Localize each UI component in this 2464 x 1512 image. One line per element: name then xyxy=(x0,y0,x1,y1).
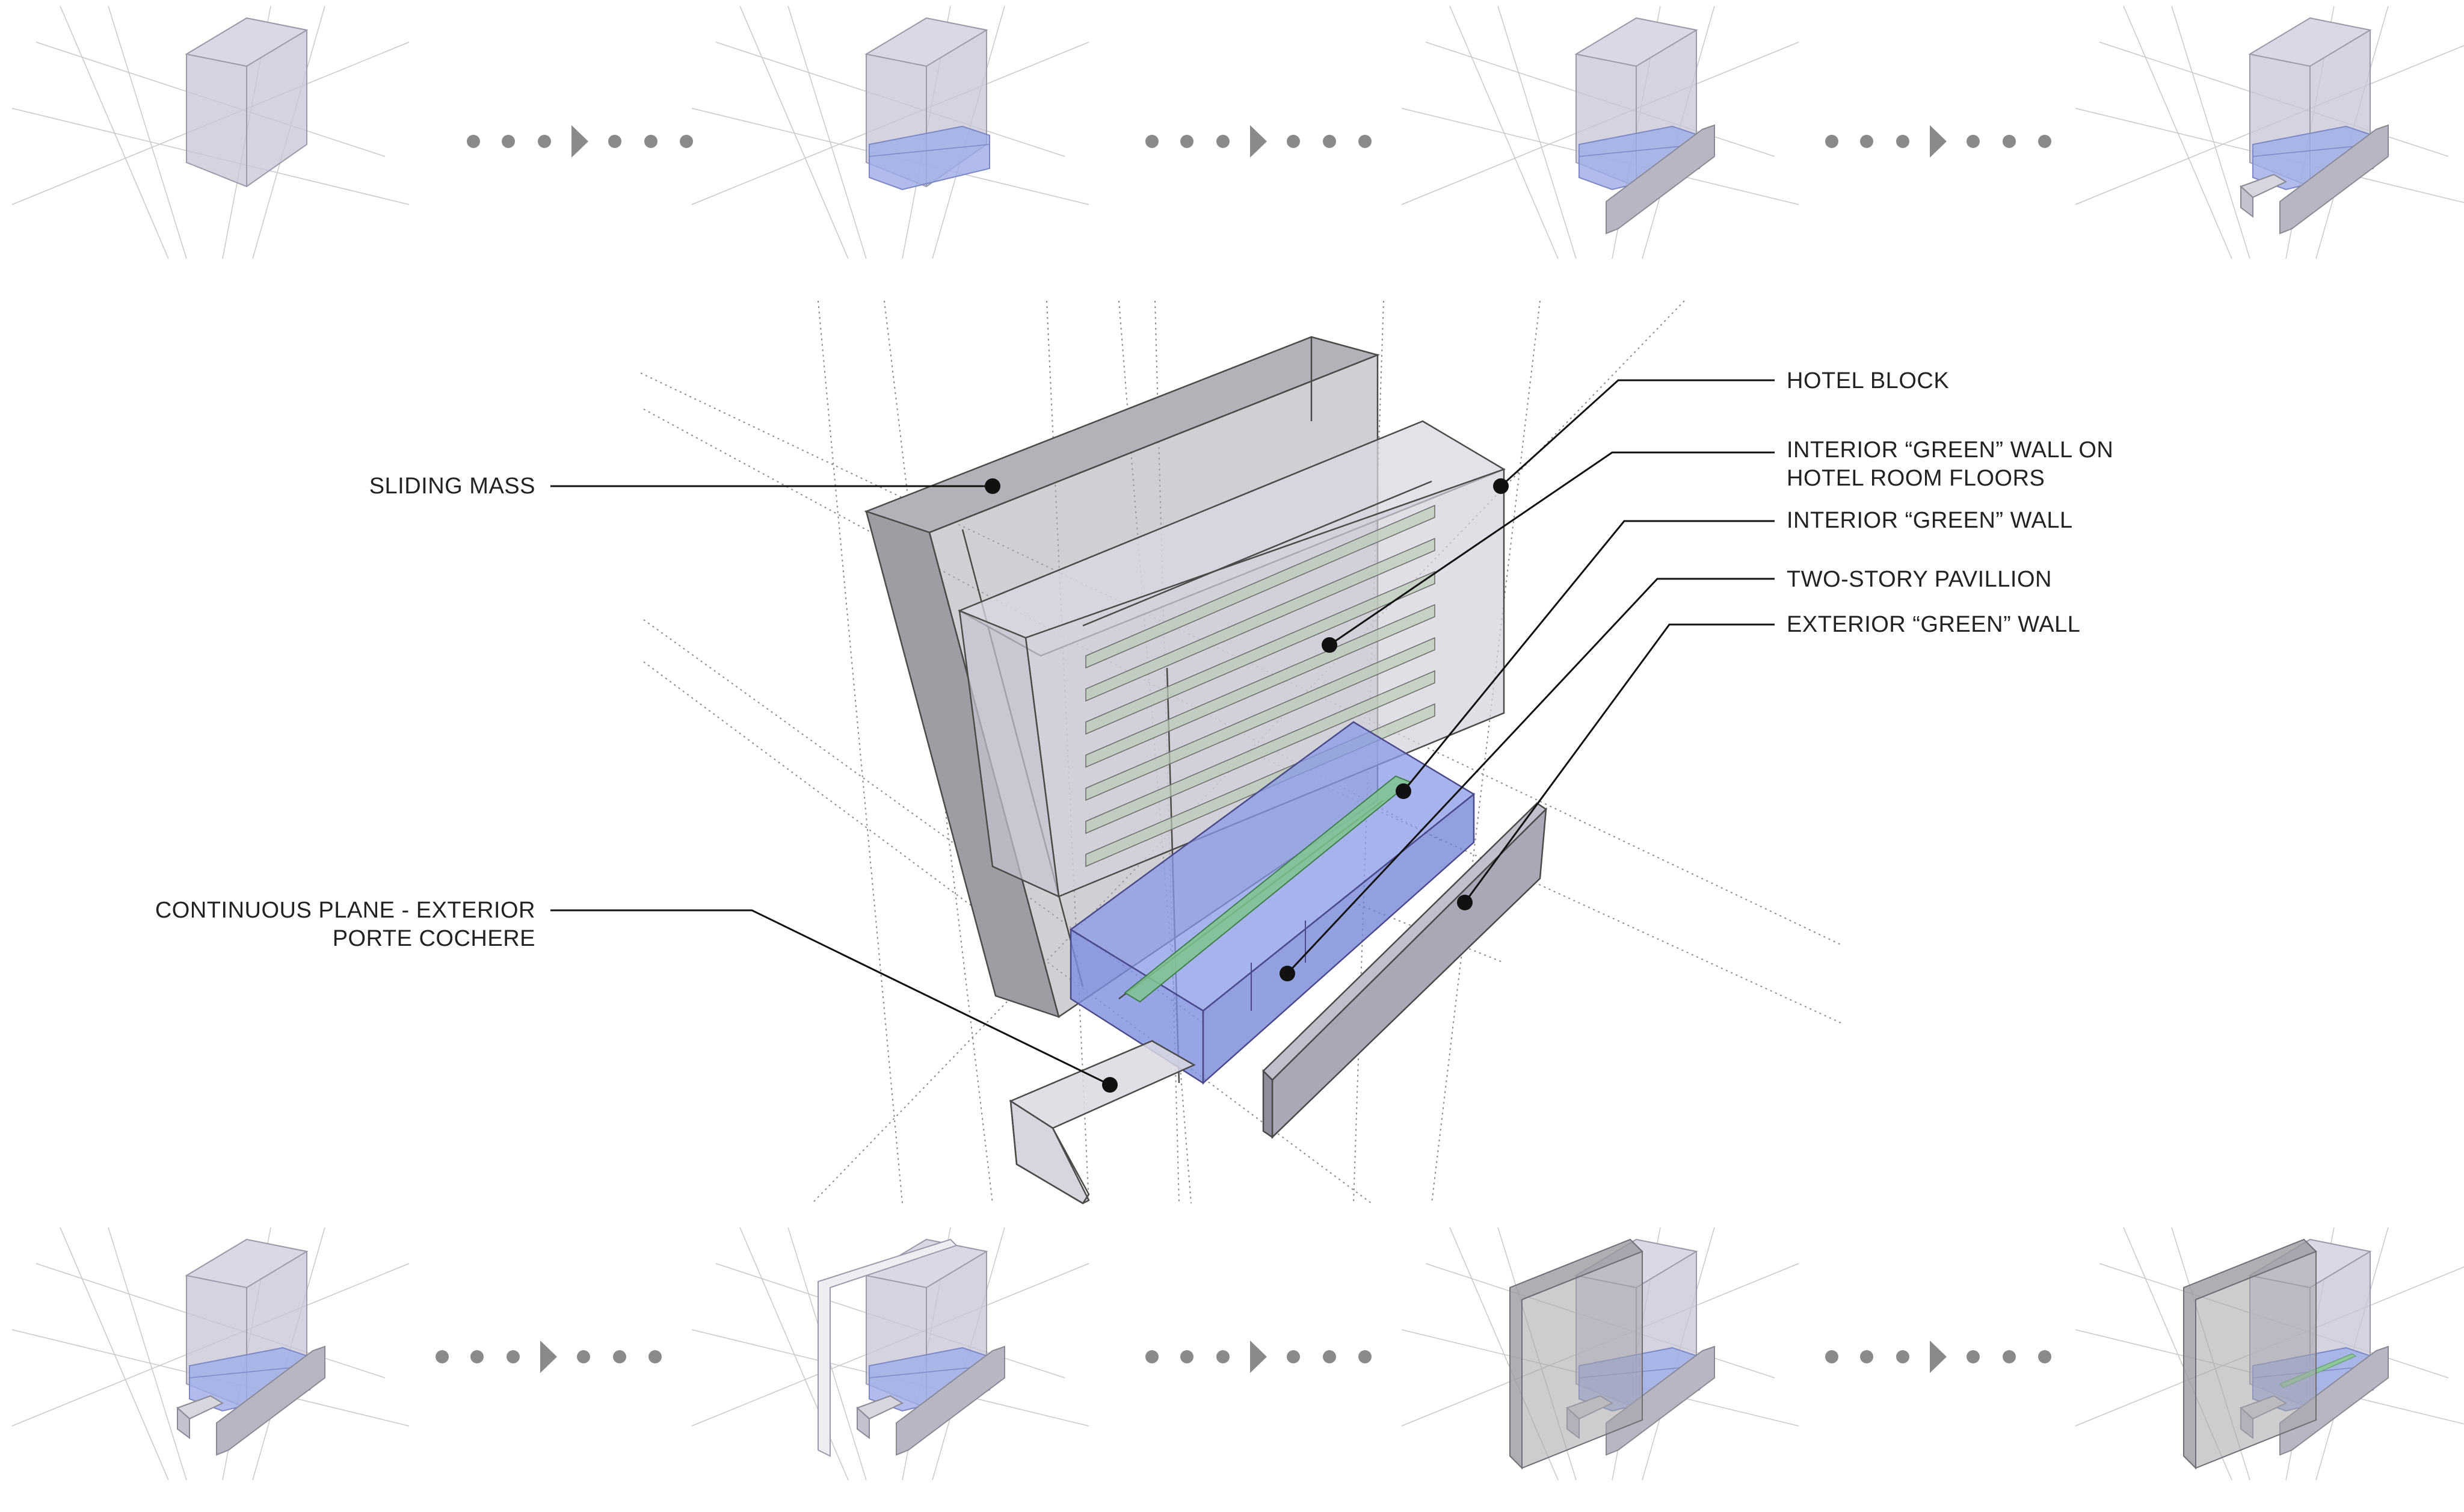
label-exterior-green-wall: EXTERIOR “GREEN” WALL xyxy=(1787,612,2080,637)
step-arrow-icon xyxy=(436,1341,662,1373)
label-two-story-pavillion: TWO-STORY PAVILLION xyxy=(1787,567,2052,592)
thumb-step-7 xyxy=(1401,1227,1799,1481)
step-arrow-icon xyxy=(1145,1341,1372,1373)
label-continuous-plane-2: PORTE COCHERE xyxy=(333,926,535,951)
callout-labels: SLIDING MASS HOTEL BLOCK INTERIOR “GREEN… xyxy=(155,368,2113,951)
bottom-sequence-row xyxy=(11,1227,2464,1481)
thumb-step-1 xyxy=(11,5,410,259)
exterior-green-wall xyxy=(1262,802,1547,1139)
label-sliding-mass: SLIDING MASS xyxy=(369,474,535,499)
step-arrow-icon xyxy=(467,125,693,158)
porte-cochere-plane xyxy=(1009,1040,1196,1205)
leader-lines xyxy=(550,379,1775,1093)
thumb-step-6 xyxy=(691,1227,1089,1481)
main-axonometric xyxy=(640,300,1841,1205)
label-interior-green-wall-floors-1: INTERIOR “GREEN” WALL ON xyxy=(1787,437,2113,463)
label-continuous-plane-1: CONTINUOUS PLANE - EXTERIOR xyxy=(155,898,535,923)
step-arrow-icon xyxy=(1145,125,1372,158)
thumb-step-2 xyxy=(691,5,1089,259)
label-interior-green-wall-floors-2: HOTEL ROOM FLOORS xyxy=(1787,466,2045,491)
label-hotel-block: HOTEL BLOCK xyxy=(1787,368,1949,393)
step-arrow-icon xyxy=(1825,1341,2051,1373)
top-sequence-row xyxy=(11,5,2464,259)
thumb-step-4 xyxy=(2075,5,2464,259)
thumb-step-8 xyxy=(2075,1227,2464,1481)
step-arrow-icon xyxy=(1825,125,2051,158)
thumb-step-5 xyxy=(11,1227,410,1481)
thumb-step-3 xyxy=(1401,5,1799,259)
label-interior-green-wall: INTERIOR “GREEN” WALL xyxy=(1787,508,2073,533)
